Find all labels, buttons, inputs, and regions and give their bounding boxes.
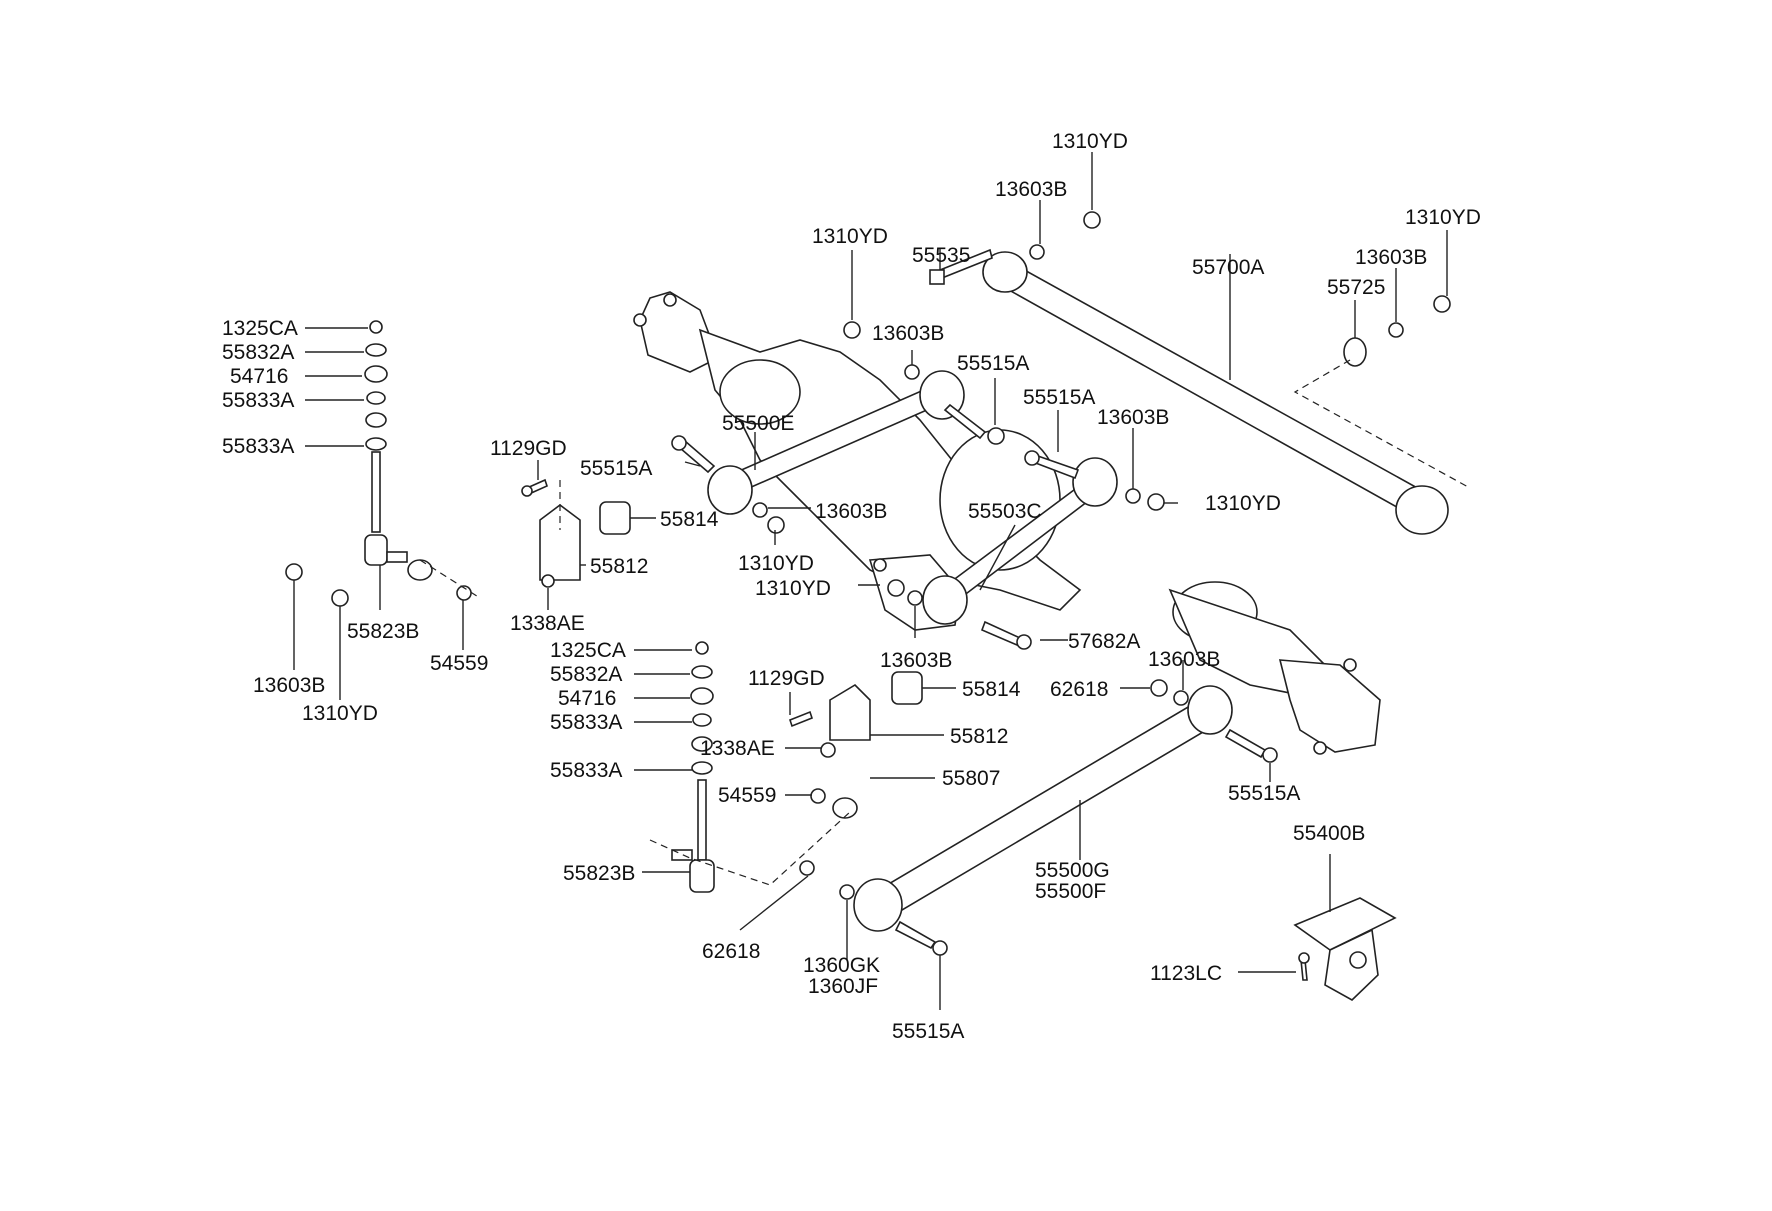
label-62618-bottom: 62618 [702,940,760,963]
label-55814-center: 55814 [962,678,1021,701]
label-13603b-3: 13603B [1097,406,1169,429]
label-55515a-3: 55515A [580,457,652,480]
label-55823b-left: 55823B [347,620,419,643]
label-1338ae-left: 1338AE [510,612,585,635]
stabilizer-link-left [364,320,408,566]
lateral-rod [982,251,1449,535]
label-55814-left: 55814 [660,508,719,531]
label-55515a-2: 55515A [1023,386,1095,409]
label-55832a-left: 55832A [222,341,294,364]
fasteners [285,211,1451,981]
label-1310yd-4: 1310YD [738,552,814,575]
label-55500f: 55500F [1035,880,1106,903]
label-13603b-6: 13603B [1148,648,1220,671]
label-55500e: 55500E [722,412,794,435]
label-55503c: 55503C [968,500,1042,523]
label-1310yd-top: 1310YD [1052,130,1128,153]
label-62618-right: 62618 [1050,678,1108,701]
label-55400b: 55400B [1293,822,1365,845]
label-55812-center: 55812 [950,725,1008,748]
label-1360jf: 1360JF [808,975,878,998]
leader-lines [293,152,1448,1010]
label-1129gd-left: 1129GD [490,437,567,460]
label-13603b-left: 13603B [253,674,325,697]
label-54716-center: 54716 [558,687,616,710]
label-55535: 55535 [912,244,970,267]
label-55833a-center-1: 55833A [550,711,622,734]
label-55833a-left-2: 55833A [222,435,294,458]
label-55700a: 55700A [1192,256,1264,279]
stabilizer-bar [407,501,941,819]
label-1123lc: 1123LC [1150,962,1222,985]
label-13603b-top: 13603B [995,178,1067,201]
label-55515a-5: 55515A [892,1020,964,1043]
label-1360gk: 1360GK [803,954,880,977]
label-54559-left: 54559 [430,652,488,675]
label-54716-left: 54716 [230,365,288,388]
label-55812-left: 55812 [590,555,648,578]
label-1310yd-left: 1310YD [302,702,378,725]
label-54559-center: 54559 [718,784,776,807]
label-55833a-center-2: 55833A [550,759,622,782]
stabilizer-bracket-center [829,683,871,741]
label-1129gd-center: 1129GD [748,667,825,690]
label-1338ae-center: 1338AE [700,737,775,760]
label-1310yd-mid: 1310YD [812,225,888,248]
label-55515a-4: 55515A [1228,782,1300,805]
label-1325ca-center: 1325CA [550,639,626,662]
label-13603b-5: 13603B [880,649,952,672]
lower-control-arm [853,685,1233,932]
label-57682a: 57682A [1068,630,1140,653]
mounting-bracket [1293,897,1397,1001]
label-1310yd-5: 1310YD [1205,492,1281,515]
label-55833a-left-1: 55833A [222,389,294,412]
reference-dashed-lines [419,359,1471,886]
label-55725: 55725 [1327,276,1385,299]
label-55500g: 55500G [1035,859,1110,882]
label-13603b-right: 13603B [1355,246,1427,269]
label-55832a-center: 55832A [550,663,622,686]
stabilizer-link-center [671,641,715,893]
label-55823b-center: 55823B [563,862,635,885]
label-1310yd-right-top: 1310YD [1405,206,1481,229]
stabilizer-bracket-left [539,480,581,581]
label-55807: 55807 [942,767,1000,790]
label-13603b-4: 13603B [815,500,887,523]
label-55515a-1: 55515A [957,352,1029,375]
label-1310yd-6: 1310YD [755,577,831,600]
part-number-labels: 1310YD 13603B 1310YD 13603B 55725 55700A… [222,130,1481,1043]
label-13603b-mid: 13603B [872,322,944,345]
label-1325ca-left: 1325CA [222,317,298,340]
